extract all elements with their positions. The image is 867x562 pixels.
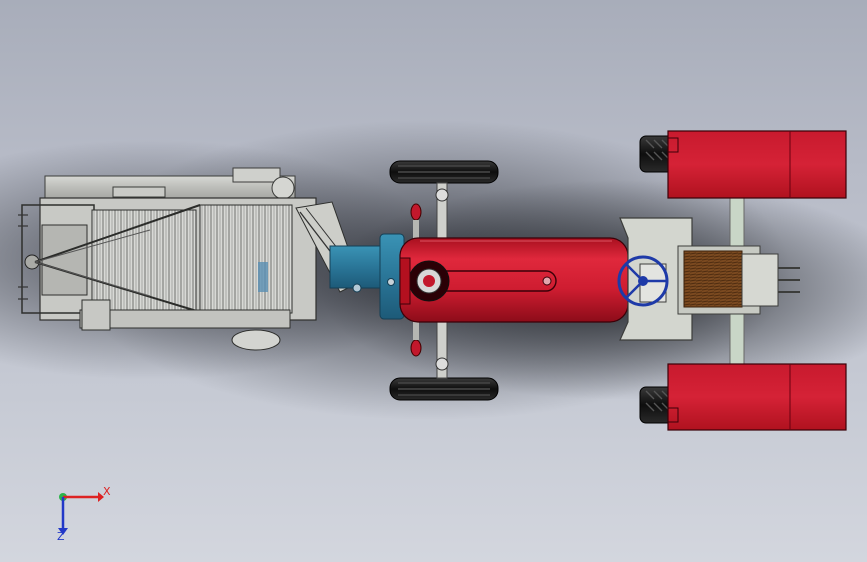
hitch-bolt <box>387 278 395 286</box>
radiator-cap-core <box>423 275 435 287</box>
front-lamp-bottom <box>410 339 422 357</box>
axle-joint-bottom <box>435 357 449 371</box>
baler-blue-indicator <box>258 262 268 292</box>
front-grille <box>399 257 411 305</box>
front-lamp-top <box>410 203 422 221</box>
fender-bracket-bottom <box>667 407 679 423</box>
hood-slot-bolt <box>542 276 552 286</box>
triad-x-arrow-head <box>98 492 104 502</box>
hitch-pin <box>352 283 362 293</box>
baler-assembly[interactable] <box>18 167 363 351</box>
driver-platform[interactable] <box>617 197 800 365</box>
fender-bracket-top <box>667 137 679 153</box>
baler-pickup-plate <box>41 224 88 296</box>
triad-x-label: X <box>103 485 111 498</box>
baler-chamber-slats-2 <box>199 204 293 314</box>
front-wheel-top[interactable] <box>389 160 499 184</box>
triad-z-label: Z <box>57 530 65 543</box>
steering-hub <box>638 276 648 286</box>
view-triad[interactable] <box>58 492 104 535</box>
tie-rod-1 <box>34 204 201 263</box>
rear-fender-top[interactable] <box>667 130 847 199</box>
triad-z-arrow-head <box>58 528 68 535</box>
driver-seat[interactable] <box>683 250 743 308</box>
tractor-hood[interactable] <box>399 237 629 323</box>
hitch-assembly[interactable] <box>329 233 405 320</box>
baler-bottom-plate <box>81 299 111 331</box>
rear-hitch-frame <box>741 253 779 307</box>
tie-rod-3 <box>34 229 151 263</box>
front-wheel-bottom[interactable] <box>389 377 499 401</box>
baler-chamber-slats-1 <box>91 209 197 311</box>
baler-bottom-housing <box>79 309 291 329</box>
baler-bottom-wheel[interactable] <box>231 329 281 351</box>
axle-joint-top <box>435 188 449 202</box>
pickup-hub <box>24 254 40 270</box>
baler-top-roller <box>271 176 295 200</box>
hitch-plate[interactable] <box>329 245 387 289</box>
baler-top-cap <box>232 167 281 183</box>
rear-fender-bottom[interactable] <box>667 363 847 431</box>
baler-top-block <box>112 186 166 198</box>
tie-rod-4 <box>34 261 151 297</box>
lamp-stem-bottom <box>413 320 419 340</box>
lamp-stem-top <box>413 220 419 240</box>
